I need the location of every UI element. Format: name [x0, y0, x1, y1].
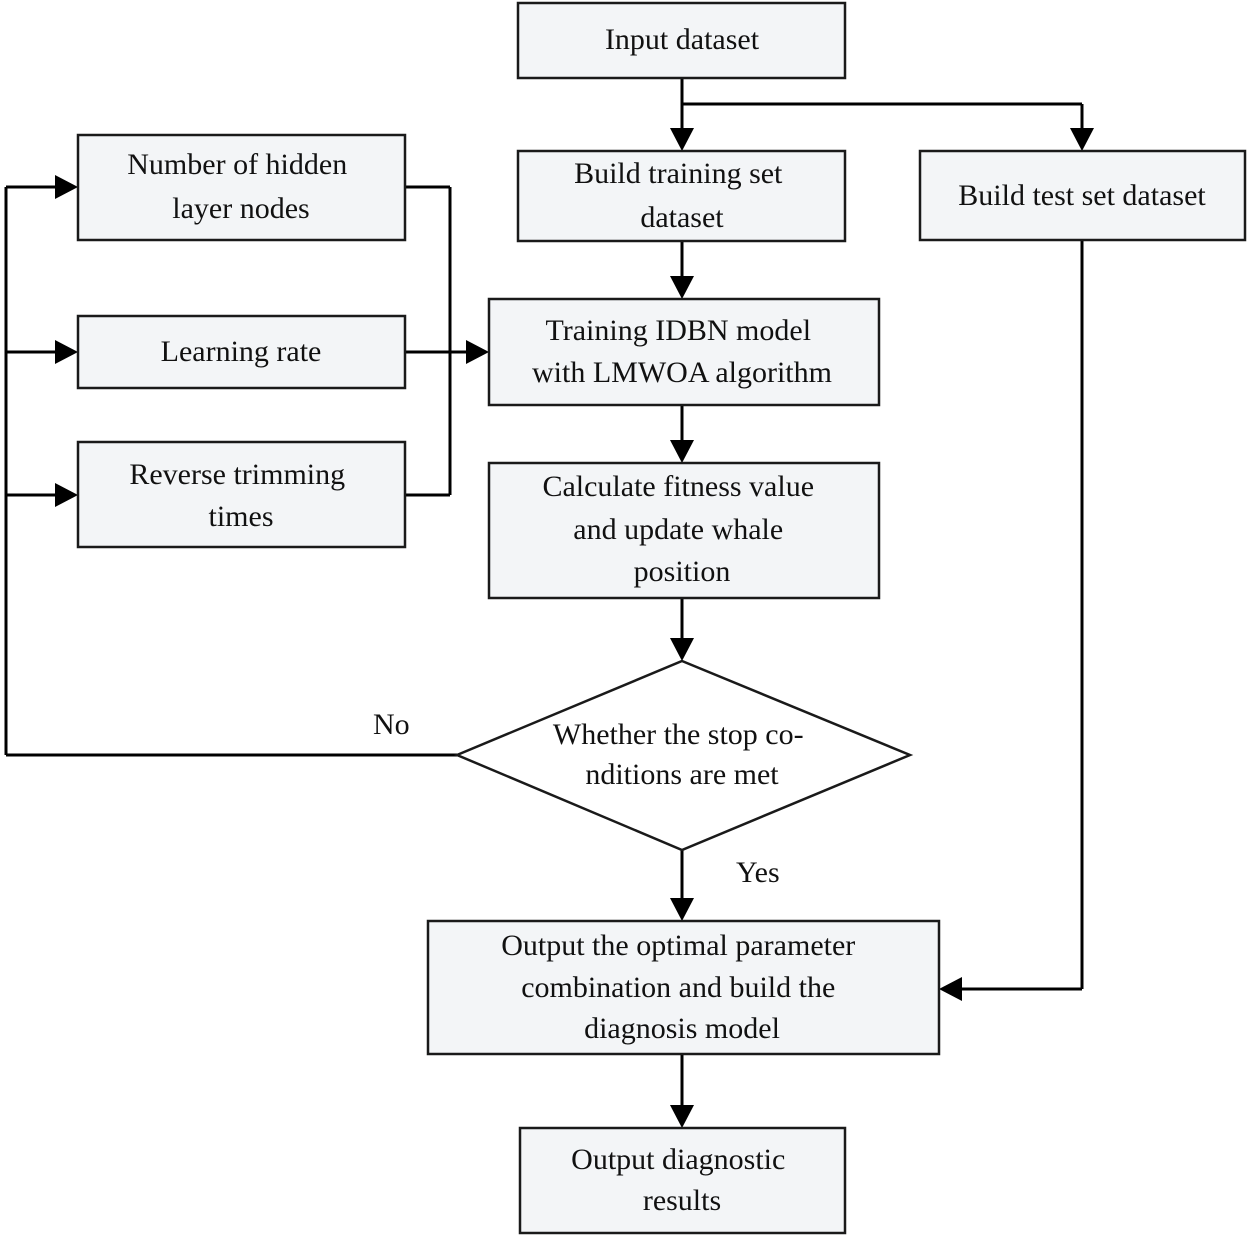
output-results-label: Output diagnostic results — [571, 1143, 793, 1217]
arrow-loop-to-trimming — [55, 483, 78, 507]
training-idbn-line-1: Training IDBN model — [545, 314, 811, 347]
stop-condition-line-2: nditions are met — [585, 758, 779, 791]
build-test-box — [918, 149, 1247, 242]
output-results-box — [518, 1126, 847, 1235]
learning-rate-label: Learning rate — [161, 335, 322, 368]
edge-label-no: No — [373, 708, 410, 741]
output-optimal-line-3: diagnosis model — [584, 1012, 780, 1045]
arrow-loop-to-hidden — [55, 175, 78, 199]
arrow-to-fitness — [670, 440, 694, 463]
hidden-nodes-label: Number of hidden layer nodes — [127, 148, 354, 225]
build-test-node: Build test set dataset — [918, 149, 1247, 242]
arrow-test-to-output — [939, 977, 962, 1001]
output-results-line-2: results — [643, 1184, 721, 1217]
calc-fitness-line-2: and update whale — [573, 513, 783, 546]
build-training-line-1: Build training set — [574, 157, 783, 190]
build-training-node: Build training set dataset — [516, 149, 847, 243]
connectors — [4, 78, 1094, 1128]
hidden-nodes-line-2: layer nodes — [172, 192, 309, 225]
reverse-trimming-line-2: times — [209, 500, 274, 533]
arrow-to-test — [1070, 128, 1094, 151]
build-test-line-1: Build test set dataset — [958, 179, 1206, 212]
reverse-trimming-box — [76, 440, 407, 549]
arrow-to-idbn — [670, 276, 694, 299]
reverse-trimming-line-1: Reverse trimming — [129, 458, 345, 491]
output-optimal-line-1: Output the optimal parameter — [501, 929, 855, 962]
arrow-to-results — [670, 1105, 694, 1128]
output-optimal-box — [426, 919, 941, 1056]
training-idbn-label: Training IDBN model with LMWOA algorithm — [532, 314, 832, 389]
training-idbn-line-2: with LMWOA algorithm — [532, 356, 832, 389]
build-training-label: Build training set dataset — [574, 157, 790, 234]
calc-fitness-line-1: Calculate fitness value — [542, 470, 814, 503]
arrow-to-decision — [670, 638, 694, 661]
stop-condition-line-1: Whether the stop co- — [553, 718, 804, 751]
output-optimal-line-2: combination and build the — [521, 971, 835, 1004]
learning-rate-box — [76, 314, 407, 390]
calc-fitness-label: Calculate fitness value and update whale… — [542, 470, 821, 588]
stop-condition-label: Whether the stop co- nditions are met — [553, 718, 811, 791]
arrow-to-output-optimal — [670, 898, 694, 921]
output-optimal-label: Output the optimal parameter combination… — [501, 929, 863, 1045]
edge-label-yes: Yes — [736, 856, 780, 889]
arrow-to-training — [670, 128, 694, 151]
output-results-line-1: Output diagnostic — [571, 1143, 785, 1176]
build-test-label: Build test set dataset — [958, 179, 1206, 212]
calc-fitness-box — [487, 461, 881, 600]
build-training-line-2: dataset — [640, 201, 724, 234]
calc-fitness-node: Calculate fitness value and update whale… — [487, 461, 881, 600]
hidden-nodes-line-1: Number of hidden — [127, 148, 347, 181]
stop-condition-node: Whether the stop co- nditions are met — [453, 659, 914, 852]
training-idbn-node: Training IDBN model with LMWOA algorithm — [487, 297, 881, 407]
reverse-trimming-node: Reverse trimming times — [76, 440, 407, 549]
input-dataset-line-1: Input dataset — [605, 23, 760, 56]
build-training-box — [516, 149, 847, 243]
output-results-node: Output diagnostic results — [518, 1126, 847, 1235]
reverse-trimming-label: Reverse trimming times — [129, 458, 352, 533]
arrow-loop-to-learning — [55, 340, 78, 364]
input-dataset-label: Input dataset — [605, 23, 760, 56]
learning-rate-node: Learning rate — [76, 314, 407, 390]
hidden-nodes-box — [76, 133, 407, 242]
training-idbn-box — [487, 297, 881, 407]
stop-condition-diamond — [453, 659, 914, 852]
hidden-nodes-node: Number of hidden layer nodes — [76, 133, 407, 242]
input-dataset-box — [516, 1, 847, 80]
input-dataset-node: Input dataset — [516, 1, 847, 80]
output-optimal-node: Output the optimal parameter combination… — [426, 919, 941, 1056]
calc-fitness-line-3: position — [634, 555, 731, 588]
arrow-params-to-idbn — [466, 340, 489, 364]
learning-rate-line-1: Learning rate — [161, 335, 322, 368]
